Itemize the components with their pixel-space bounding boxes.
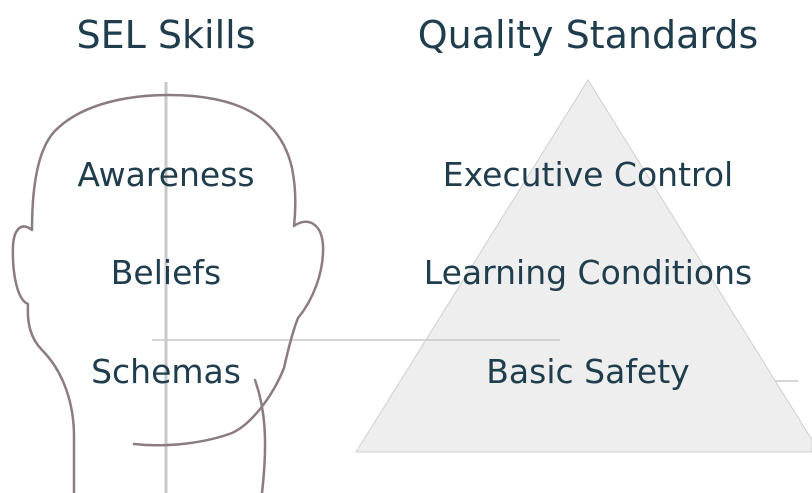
pyramid-shape [355,79,812,453]
pyramid-level-basic-safety: Basic Safety [486,352,690,391]
pyramid-level-learning-conditions: Learning Conditions [423,253,753,292]
sel-skill-schemas: Schemas [91,352,241,391]
sel-skills-title: SEL Skills [76,13,256,57]
head-silhouette-icon [11,93,325,493]
sel-skill-awareness: Awareness [77,155,255,194]
quality-standards-title: Quality Standards [417,13,759,57]
pyramid-level-executive-control: Executive Control [442,155,734,194]
sel-skill-beliefs: Beliefs [110,253,222,292]
